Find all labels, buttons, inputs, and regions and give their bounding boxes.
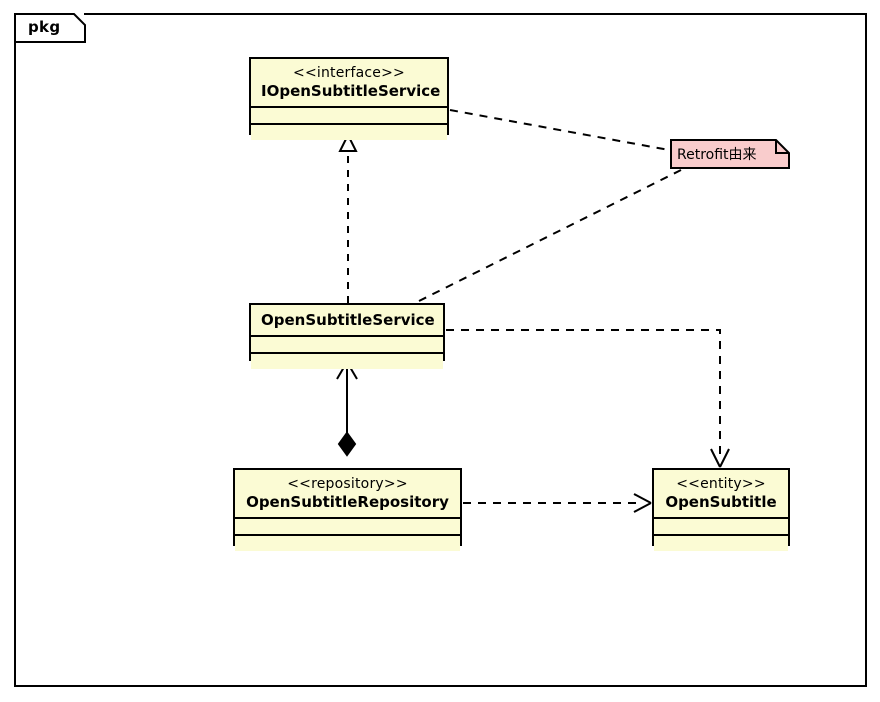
compartment-separator [251, 123, 447, 126]
class-stereotype: <<repository>> [287, 476, 408, 492]
package-frame [14, 13, 867, 687]
class-box-opensubtitle[interactable]: <<entity>> OpenSubtitle [652, 468, 790, 552]
class-header-iopensubtitleservice: <<interface>> IOpenSubtitleService [251, 59, 447, 106]
note-retrofit[interactable]: Retrofit由来 [670, 139, 790, 169]
class-name: OpenSubtitle [665, 493, 777, 512]
attributes-compartment [251, 337, 443, 353]
compartment-separator [235, 517, 460, 520]
class-header-opensubtitle: <<entity>> OpenSubtitle [654, 470, 788, 517]
class-stereotype: <<entity>> [676, 476, 766, 492]
class-name: OpenSubtitleService [261, 311, 435, 329]
package-tab-shape [14, 13, 86, 43]
attributes-compartment [654, 519, 788, 535]
compartment-separator [251, 352, 443, 355]
compartment-separator [251, 106, 447, 109]
class-header-opensubtitlerepository: <<repository>> OpenSubtitleRepository [235, 470, 460, 517]
package-tab-label: pkg [28, 18, 61, 36]
note-shape [670, 139, 790, 169]
operations-compartment [654, 536, 788, 552]
compartment-separator [654, 534, 788, 537]
compartment-separator [251, 335, 443, 338]
compartment-separator [654, 517, 788, 520]
class-box-iopensubtitleservice[interactable]: <<interface>> IOpenSubtitleService [249, 57, 449, 141]
class-name: IOpenSubtitleService [261, 82, 441, 101]
operations-compartment [251, 125, 447, 141]
package-frame-top-edge [84, 13, 867, 15]
note-text: Retrofit由来 [677, 147, 757, 163]
class-name: OpenSubtitleRepository [246, 493, 449, 512]
compartment-separator [235, 534, 460, 537]
operations-compartment [235, 536, 460, 552]
attributes-compartment [235, 519, 460, 535]
class-box-opensubtitlerepository[interactable]: <<repository>> OpenSubtitleRepository [233, 468, 462, 552]
operations-compartment [251, 354, 443, 370]
attributes-compartment [251, 108, 447, 124]
class-stereotype: <<interface>> [293, 65, 405, 81]
class-box-opensubtitleservice[interactable]: OpenSubtitleService [249, 303, 445, 370]
package-tab: pkg [14, 13, 86, 43]
class-header-opensubtitleservice: OpenSubtitleService [251, 305, 443, 335]
